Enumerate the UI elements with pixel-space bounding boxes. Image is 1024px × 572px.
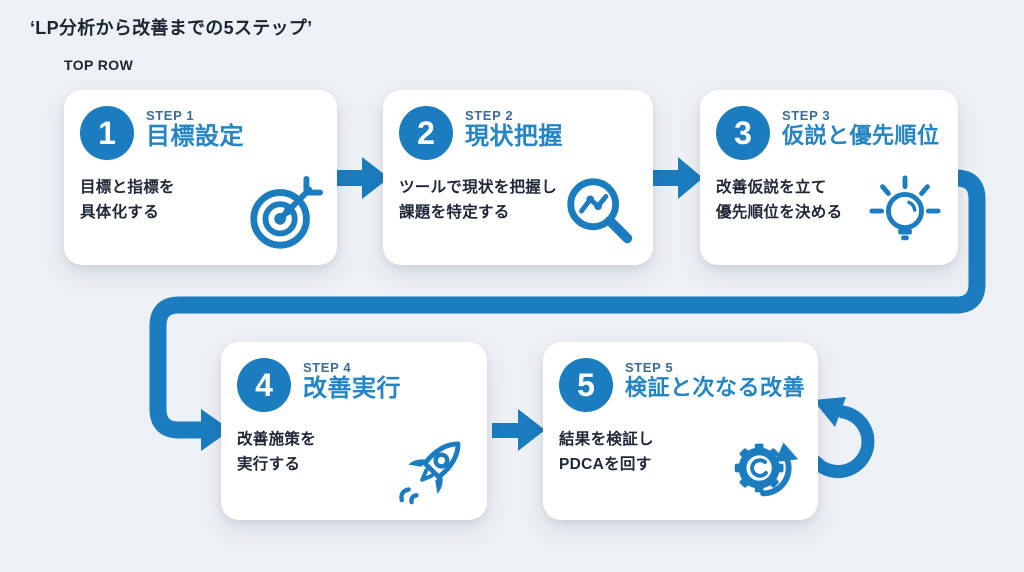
rocket-icon [395,429,473,507]
step-2-heading: STEP 2 現状把握 [465,106,563,152]
arrowhead-into-step4 [201,409,231,451]
step-5-number-badge: 5 [559,358,613,412]
step-4-title: 改善実行 [303,375,401,402]
step-5-description: 結果を検証し PDCAを回す [559,431,654,473]
step-4-heading: STEP 4 改善実行 [303,358,401,404]
step-3-label: STEP 3 [782,108,831,123]
page-title: ‘LP分析から改善までの5ステップ’ [30,18,313,38]
magnifier-chart-icon [561,174,639,252]
step-3-header: 3 STEP 3 仮説と優先順位 [716,106,942,160]
step-4-number-badge: 4 [237,358,291,412]
target-icon [245,174,323,252]
step-4-header: 4 STEP 4 改善実行 [237,358,471,412]
step-card-4: 4 STEP 4 改善実行 改善施策を 実行する [221,342,487,520]
arrow-step1-to-step2 [332,157,389,199]
top-row-label: TOP ROW [64,57,134,73]
gear [734,443,784,493]
step-card-1: 1 STEP 1 目標設定 目標と指標を 具体化する [64,90,337,265]
step-2-description: ツールで現状を把握し 課題を特定する [399,179,558,221]
arrow-step4-to-step5 [492,409,545,451]
step-1-number-badge: 1 [80,106,134,160]
step-2-number-badge: 2 [399,106,453,160]
step-1-header: 1 STEP 1 目標設定 [80,106,321,160]
arrow-step2-to-step3 [651,157,703,199]
step-3-description: 改善仮説を立て 優先順位を決める [716,179,843,221]
loop-back-arrowhead [813,397,846,427]
step-3-heading: STEP 3 仮説と優先順位 [782,106,940,149]
step-5-label: STEP 5 [625,360,674,375]
step-5-header: 5 STEP 5 検証と次なる改善 [559,358,805,412]
step-5-title: 検証と次なる改善 [625,375,806,400]
step-3-number-badge: 3 [716,106,770,160]
step-5-heading: STEP 5 検証と次なる改善 [625,358,805,401]
gear-cycle-icon [726,429,804,507]
step-1-description: 目標と指標を 具体化する [80,179,175,221]
step-1-title: 目標設定 [146,123,244,150]
connector-step3-to-step4 [149,169,986,439]
step-card-2: 2 STEP 2 現状把握 ツールで現状を把握し 課題を特定する [383,90,653,265]
step-card-5: 5 STEP 5 検証と次なる改善 結果を検証し PDCAを回す [543,342,818,520]
step-2-header: 2 STEP 2 現状把握 [399,106,637,160]
step-4-description: 改善施策を 実行する [237,431,317,473]
step-2-label: STEP 2 [465,108,514,123]
step-4-label: STEP 4 [303,360,352,375]
step-1-heading: STEP 1 目標設定 [146,106,244,152]
step-3-title: 仮説と優先順位 [782,123,940,148]
loop-back-arrow [809,405,875,479]
lightbulb-icon [866,174,944,252]
step-1-label: STEP 1 [146,108,195,123]
step-card-3: 3 STEP 3 仮説と優先順位 改善仮説を立て 優先順位を決める [700,90,958,265]
step-2-title: 現状把握 [465,123,563,150]
